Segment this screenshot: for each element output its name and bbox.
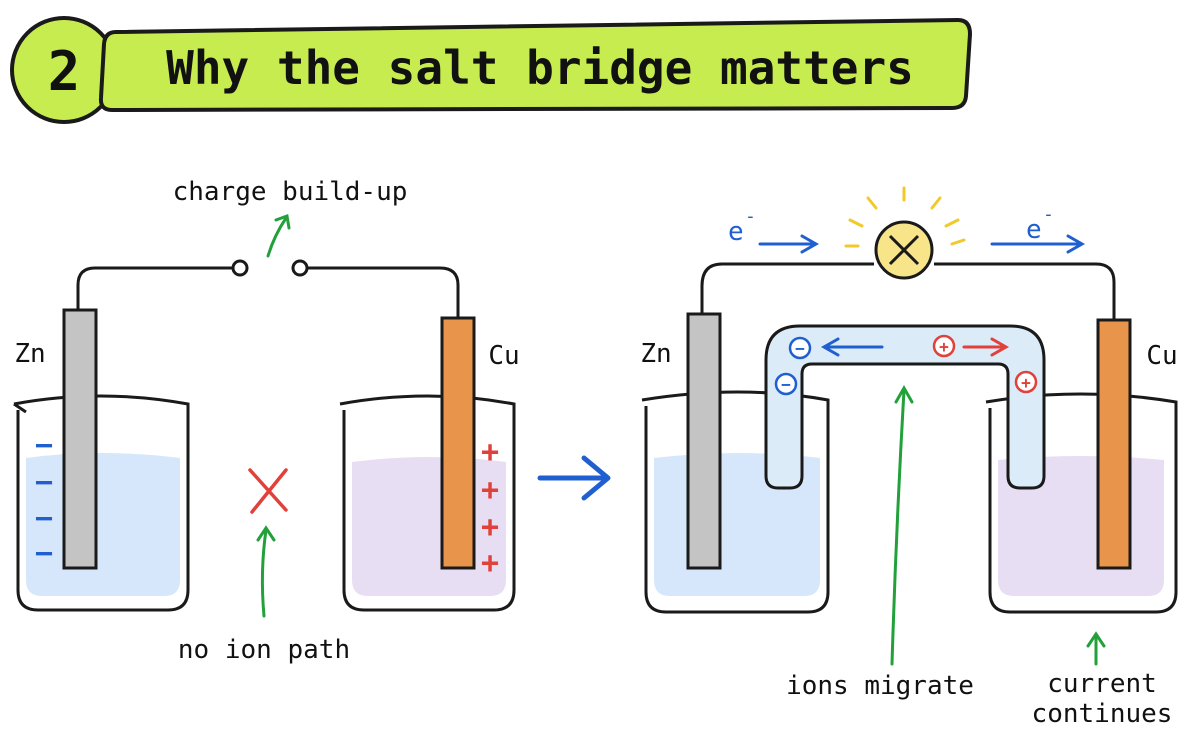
negative-charge: − xyxy=(35,465,53,500)
positive-charge: + xyxy=(481,435,499,470)
svg-text:+: + xyxy=(1021,373,1031,392)
charge-buildup-arrow xyxy=(266,213,291,258)
electron-arrow-icon xyxy=(758,234,820,254)
cation-ion: + xyxy=(1014,370,1038,394)
cation-ion: + xyxy=(932,334,956,358)
copper-beaker-glass xyxy=(985,392,1178,614)
electron-flow-right: e - xyxy=(990,204,1086,254)
zinc-label: Zn xyxy=(640,339,671,369)
zinc-electrode xyxy=(686,312,722,570)
copper-label: Cu xyxy=(488,341,519,371)
open-switch-terminal-right xyxy=(291,259,309,277)
current-continues-arrow xyxy=(1086,631,1106,666)
open-switch-terminal-left xyxy=(231,259,249,277)
no-connection-x-icon xyxy=(248,468,288,514)
positive-charges: + + + + xyxy=(481,435,499,581)
zinc-label: Zn xyxy=(14,339,45,369)
electron-charge: - xyxy=(745,206,756,227)
step-number: 2 xyxy=(48,40,81,103)
negative-charge: − xyxy=(35,428,53,463)
negative-charges: − − − − xyxy=(35,428,53,571)
copper-label: Cu xyxy=(1146,341,1177,371)
light-bulb-icon xyxy=(844,186,966,280)
negative-charge: − xyxy=(35,536,53,571)
electron-label: e xyxy=(728,217,744,247)
positive-charge: + xyxy=(481,473,499,508)
right-wire-cu xyxy=(934,262,1116,320)
electron-label: e xyxy=(1026,215,1042,245)
copper-electrode xyxy=(1096,318,1132,570)
anion-ion: − xyxy=(774,372,798,396)
no-ion-path-arrow xyxy=(256,525,276,618)
header: 2 Why the salt bridge matters xyxy=(10,16,973,124)
anion-arrow-icon xyxy=(820,337,884,357)
positive-charge: + xyxy=(481,510,499,545)
electron-charge: - xyxy=(1043,204,1054,225)
no-ion-path-label: no ion path xyxy=(178,635,350,665)
right-wire-zn xyxy=(700,262,874,314)
positive-charge: + xyxy=(481,546,499,581)
svg-text:+: + xyxy=(939,337,949,356)
page-title: Why the salt bridge matters xyxy=(166,41,914,95)
charge-buildup-label: charge build-up xyxy=(173,177,408,207)
ions-migrate-arrow xyxy=(890,384,914,666)
title-bar xyxy=(98,17,973,113)
svg-text:−: − xyxy=(781,375,791,394)
left-cell: Zn − − − − Cu + + + + charge build-up xyxy=(13,177,520,665)
ions-migrate-label: ions migrate xyxy=(786,671,974,701)
current-continues-label-line1: current xyxy=(1047,669,1157,699)
copper-electrode xyxy=(440,316,476,570)
anion-ion: − xyxy=(788,336,812,360)
electron-arrow-icon xyxy=(990,234,1086,254)
cation-arrow-icon xyxy=(962,337,1010,357)
transition-arrow-icon xyxy=(537,455,611,501)
left-wire-zn xyxy=(76,266,232,310)
left-wire-cu xyxy=(308,266,460,318)
svg-text:−: − xyxy=(795,339,805,358)
electron-flow-left: e - xyxy=(728,206,820,254)
copper-beaker-glass xyxy=(339,394,516,612)
zinc-electrode xyxy=(62,308,98,570)
current-continues-label-line2: continues xyxy=(1032,699,1173,729)
right-cell: e - e - Zn xyxy=(640,186,1178,729)
negative-charge: − xyxy=(35,501,53,536)
